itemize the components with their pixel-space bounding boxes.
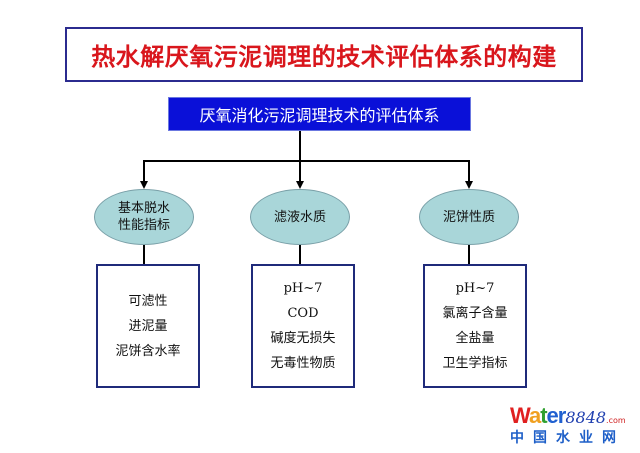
- category-label: 泥饼性质: [442, 209, 495, 225]
- indicator-item: 全盐量: [455, 331, 495, 346]
- connector-mid-down: [299, 160, 301, 182]
- connector-left-box: [143, 245, 145, 265]
- root-node: 厌氧消化污泥调理技术的评估体系: [168, 97, 471, 131]
- indicator-item: 进泥量: [128, 318, 168, 334]
- indicator-item: 可滤性: [128, 293, 168, 309]
- indicator-box-cake: pH~7 氯离子含量 全盐量 卫生学指标: [423, 264, 527, 388]
- indicator-item: pH~7: [455, 281, 495, 296]
- indicator-box-dewatering: 可滤性 进泥量 泥饼含水率: [96, 264, 200, 388]
- connector-right-down: [468, 160, 470, 182]
- indicator-item: 氯离子含量: [442, 306, 508, 321]
- watermark-suffix: .com: [606, 416, 626, 425]
- category-label: 滤液水质: [273, 209, 326, 225]
- indicator-item: 无毒性物质: [270, 356, 336, 371]
- arrow-head-icon: [140, 181, 148, 189]
- indicator-item: 泥饼含水率: [115, 343, 181, 359]
- arrow-head-icon: [296, 181, 304, 189]
- arrow-head-icon: [465, 181, 473, 189]
- category-label: 基本脱水: [117, 201, 170, 216]
- connector-left-down: [143, 160, 145, 182]
- connector-mid-box: [299, 245, 301, 265]
- indicator-item: 碱度无损失: [270, 331, 336, 346]
- watermark-subtitle: 中国水业网: [510, 430, 625, 446]
- category-node-cake: 泥饼性质: [419, 189, 519, 245]
- indicator-item: pH~7: [283, 281, 323, 296]
- category-node-dewatering: 基本脱水性能指标: [94, 189, 194, 245]
- watermark-logo: Water8848.com 中国水业网: [510, 403, 630, 448]
- connector-horizontal: [143, 160, 470, 162]
- indicator-box-filtrate: pH~7 COD 碱度无损失 无毒性物质: [251, 264, 355, 388]
- connector-right-box: [468, 245, 470, 265]
- page-title: 热水解厌氧污泥调理的技术评估体系的构建: [65, 27, 583, 82]
- category-node-filtrate: 滤液水质: [250, 189, 350, 245]
- indicator-item: COD: [287, 306, 319, 321]
- indicator-item: 卫生学指标: [442, 356, 508, 371]
- connector-root-down: [299, 131, 301, 161]
- category-label: 性能指标: [117, 218, 170, 233]
